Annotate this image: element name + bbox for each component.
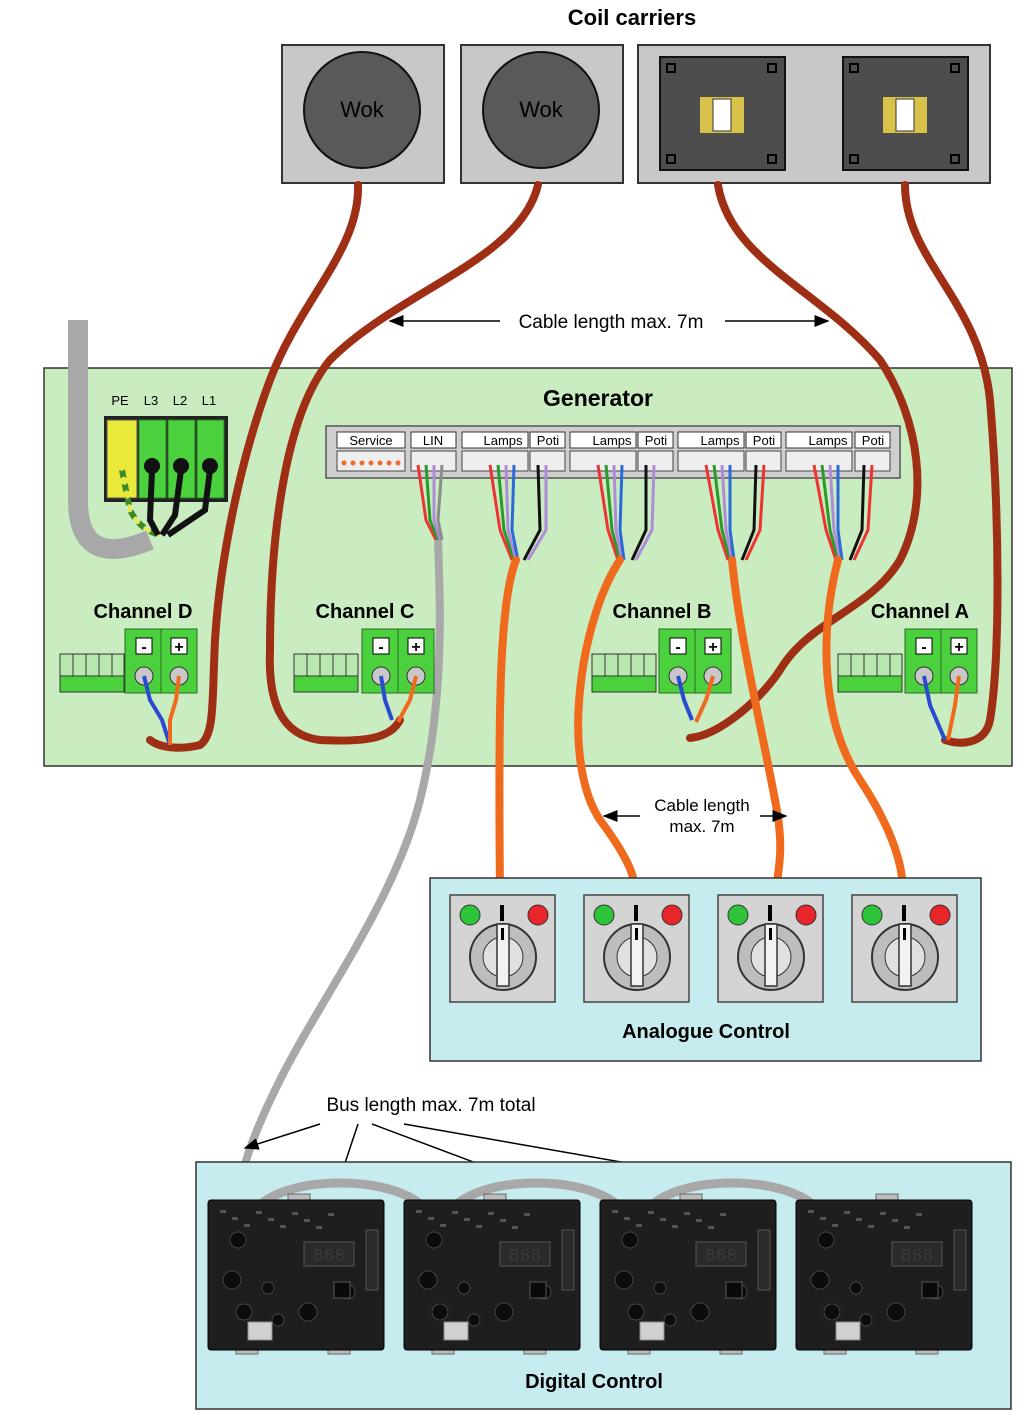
digital-control-board-4[interactable]: 888 [795, 1193, 973, 1355]
svg-text:Poti: Poti [537, 433, 560, 448]
generator-title: Generator [543, 385, 653, 411]
svg-text:Lamps: Lamps [483, 433, 523, 448]
svg-text:Lamps: Lamps [808, 433, 848, 448]
channel-d: Channel D - + [59, 601, 198, 746]
svg-text:-: - [675, 639, 680, 656]
digital-control-title: Digital Control [525, 1371, 663, 1393]
digital-control-board-1[interactable]: 888 [207, 1193, 385, 1355]
wok-2-label: Wok [519, 97, 564, 122]
analogue-knob-1[interactable] [449, 894, 556, 1003]
segment-display: 888 [705, 1247, 737, 1267]
svg-text:+: + [174, 639, 183, 656]
coil-cables [146, 181, 1002, 752]
segment-display: 888 [313, 1247, 345, 1267]
svg-text:max. 7m: max. 7m [669, 817, 734, 836]
analogue-control-title: Analogue Control [622, 1021, 790, 1043]
signal-wires [416, 464, 874, 561]
svg-text:L1: L1 [202, 393, 216, 408]
cable-length-note-mid: Cable length max. 7m [602, 796, 788, 836]
digital-boards: 888 888 888 888 [207, 1193, 973, 1355]
channel-d-label: Channel D [94, 601, 193, 623]
svg-text:+: + [954, 639, 963, 656]
segment-display: 888 [901, 1247, 933, 1267]
svg-text:L3: L3 [144, 393, 158, 408]
analogue-knob-3[interactable] [717, 894, 824, 1003]
svg-text:-: - [378, 639, 383, 656]
channel-b: Channel B - + [591, 601, 732, 723]
cable-length-note-top: Cable length max. 7m [388, 312, 830, 333]
svg-text:Bus length max. 7m total: Bus length max. 7m total [326, 1095, 535, 1116]
channel-a: Channel A - + [837, 601, 978, 741]
svg-text:L2: L2 [173, 393, 187, 408]
flat-coil-2 [842, 56, 969, 171]
connector-strip: Service LIN Lamps Poti Lamps Poti Lamps … [325, 425, 901, 479]
svg-text:Lamps: Lamps [592, 433, 632, 448]
connector-lin-label: LIN [423, 433, 443, 448]
svg-text:+: + [708, 639, 717, 656]
segment-display: 888 [509, 1247, 541, 1267]
wok-1-label: Wok [340, 97, 385, 122]
svg-text:Poti: Poti [753, 433, 776, 448]
channel-a-label: Channel A [871, 601, 969, 623]
coil-carriers: Wok Wok [281, 44, 991, 184]
svg-text:Poti: Poti [645, 433, 668, 448]
flat-coil-1 [659, 56, 786, 171]
svg-text:Cable length: Cable length [654, 796, 749, 815]
channel-c: Channel C - + [293, 601, 435, 723]
analogue-knob-2[interactable] [583, 894, 690, 1003]
connector-service-label: Service [349, 433, 392, 448]
svg-text:PE: PE [111, 393, 129, 408]
svg-text:Poti: Poti [862, 433, 885, 448]
svg-text:Cable length max. 7m: Cable length max. 7m [519, 312, 704, 333]
signal-cables [495, 556, 907, 894]
mains-terminal-block: PE L3 L2 L1 [104, 393, 228, 538]
channel-b-label: Channel B [613, 601, 712, 623]
analogue-knob-4[interactable] [851, 894, 958, 1003]
svg-text:-: - [141, 639, 146, 656]
diagram-title: Coil carriers [568, 5, 696, 30]
svg-text:+: + [411, 639, 420, 656]
svg-text:-: - [921, 639, 926, 656]
mains-cable [68, 320, 154, 559]
digital-control-board-2[interactable]: 888 [403, 1193, 581, 1355]
channel-c-label: Channel C [316, 601, 415, 623]
digital-control-board-3[interactable]: 888 [599, 1193, 777, 1355]
svg-text:Lamps: Lamps [700, 433, 740, 448]
